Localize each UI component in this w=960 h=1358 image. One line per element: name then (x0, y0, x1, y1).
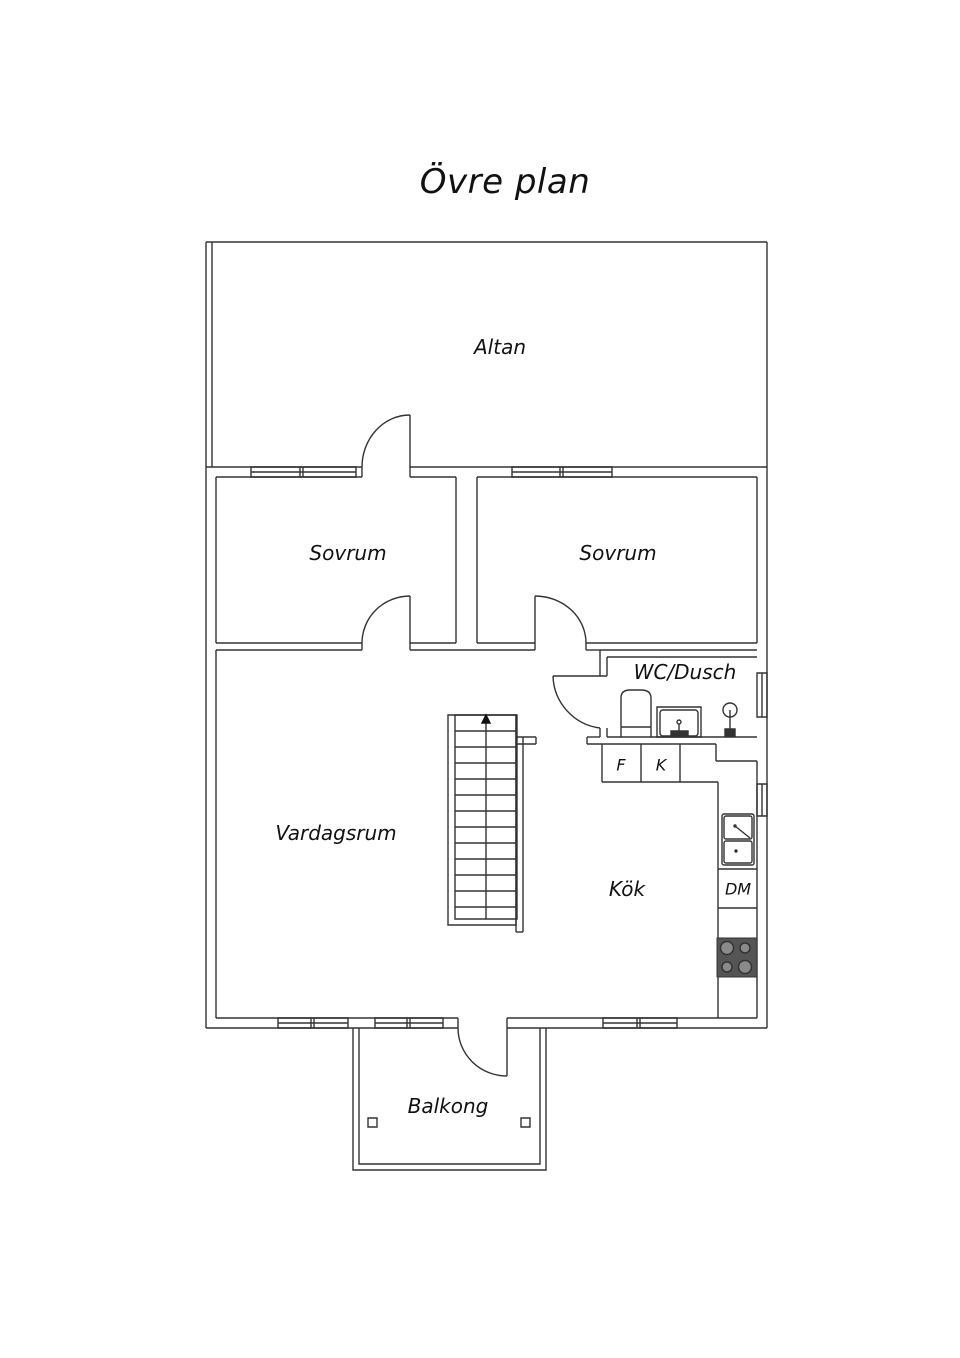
room-label-sovrum-right: Sovrum (579, 541, 657, 565)
balcony-railing (353, 1028, 546, 1170)
fridge-label: F (616, 755, 626, 775)
bedroom-left-walls (216, 477, 456, 650)
living-room-walls (216, 643, 600, 1018)
faucet (671, 731, 688, 735)
window-wc (757, 673, 767, 717)
shower (722, 702, 738, 730)
window-kitchen (757, 784, 767, 816)
toilet (621, 690, 651, 737)
room-label-balkong: Balkong (407, 1094, 489, 1118)
window-north-left (251, 467, 356, 477)
room-label-vardagsrum: Vardagsrum (275, 821, 397, 845)
bathroom-sink (657, 707, 701, 737)
window-north-right (512, 467, 612, 477)
kitchen-sink (722, 814, 754, 865)
shower-base (725, 729, 735, 736)
window-south-2 (375, 1018, 443, 1028)
dishwasher-label: DM (724, 879, 752, 899)
window-south-3 (603, 1018, 677, 1028)
room-label-kok: Kök (608, 877, 646, 901)
window-south-1 (278, 1018, 348, 1028)
bedroom-right-walls (477, 477, 757, 650)
staircase (448, 715, 536, 932)
plan-title: Övre plan (419, 162, 591, 202)
stove (717, 938, 757, 977)
stair-arrow-icon (480, 713, 492, 724)
kitchen-cabinets-top (602, 744, 757, 782)
altan-outline (206, 242, 767, 1028)
freezer-label: K (655, 755, 667, 775)
room-label-wc: WC/Dusch (633, 660, 737, 684)
room-label-sovrum-left: Sovrum (309, 541, 387, 565)
door-altan (362, 415, 410, 477)
door-balkong (458, 1018, 507, 1076)
room-label-altan: Altan (473, 335, 527, 359)
